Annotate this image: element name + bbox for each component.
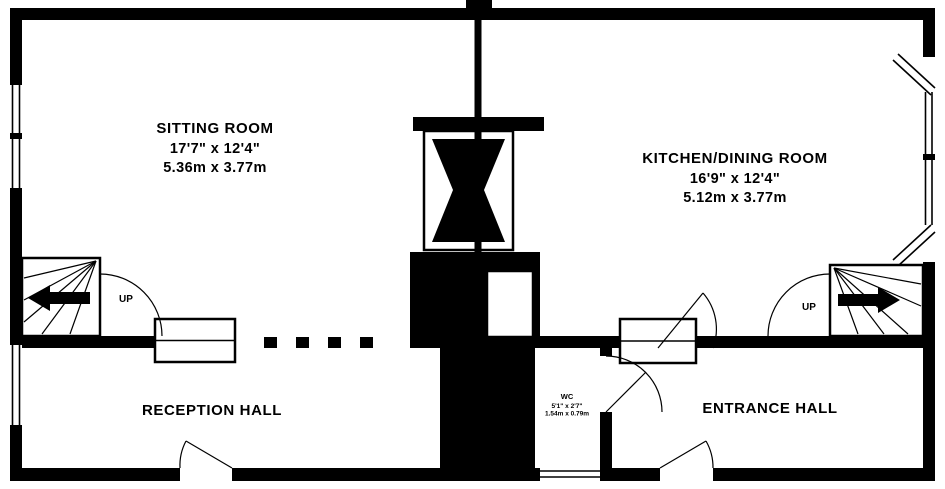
room-dim-metric-wc: 1.54m x 0.79m xyxy=(545,411,589,418)
cupboard xyxy=(485,269,535,339)
door-swing-arc xyxy=(702,292,717,349)
wall-opening-dash xyxy=(264,337,277,348)
bay-window-line xyxy=(892,59,932,96)
wall-opening-dash xyxy=(296,337,309,348)
room-label-reception: RECEPTION HALL xyxy=(142,402,282,419)
outer-wall-right xyxy=(923,8,935,57)
radiator-left xyxy=(153,317,237,364)
outer-wall-right xyxy=(923,262,935,480)
door-arc-stairs-left xyxy=(99,273,163,337)
bay-window-line xyxy=(897,231,936,267)
radiator-right xyxy=(618,317,698,365)
door-swing-arc xyxy=(605,355,663,413)
wall-opening-dash xyxy=(360,337,373,348)
room-dim-metric-sitting: 5.36m x 3.77m xyxy=(163,160,267,176)
room-label-entrance: ENTRANCE HALL xyxy=(702,400,837,417)
window-right xyxy=(923,92,935,225)
stair-tread-line xyxy=(833,267,922,307)
flue-line xyxy=(474,20,482,252)
stove-icon xyxy=(432,139,505,242)
room-label-wc: WC xyxy=(561,392,574,401)
outer-wall-bottom xyxy=(232,468,540,481)
wall-opening-dash xyxy=(328,337,341,348)
door-leaf xyxy=(185,440,233,469)
window-wc xyxy=(540,470,600,478)
up-label-right: UP xyxy=(802,302,816,313)
stove-assembly xyxy=(413,20,544,339)
up-arrow-right-icon xyxy=(838,287,900,313)
room-dim-imperial-kitchen: 16'9" x 12'4" xyxy=(690,171,780,187)
bay-window-upper xyxy=(892,53,936,96)
window-left-lower xyxy=(11,345,21,425)
staircase-right xyxy=(828,263,925,338)
window-mullion xyxy=(923,154,935,160)
wc-wall xyxy=(600,412,612,468)
outer-wall-left xyxy=(10,8,22,85)
stair-tread-line xyxy=(23,260,97,279)
room-label-sitting: SITTING ROOM xyxy=(156,120,273,137)
door-reception-hall xyxy=(179,440,233,469)
outer-wall-left xyxy=(10,188,22,345)
outer-wall-bottom xyxy=(10,468,180,481)
bay-window-lower xyxy=(892,224,936,267)
bay-window-line xyxy=(892,224,932,261)
bay-window-line xyxy=(897,53,936,89)
door-wc xyxy=(605,355,663,413)
room-dim-metric-kitchen: 5.12m x 3.77m xyxy=(683,190,787,206)
door-leaf xyxy=(605,371,647,413)
door-arc-stairs-right xyxy=(767,273,831,337)
staircase-left xyxy=(20,256,102,338)
wc-wall xyxy=(600,348,612,356)
dividing-wall xyxy=(22,336,155,348)
dividing-wall xyxy=(695,336,923,348)
room-dim-imperial-sitting: 17'7" x 12'4" xyxy=(170,141,260,157)
center-wall-column xyxy=(440,348,535,468)
door-leaf xyxy=(657,292,704,349)
window-mullion xyxy=(10,133,22,139)
windows xyxy=(10,53,936,478)
dividing-wall xyxy=(540,336,620,348)
door-leaf xyxy=(659,440,707,469)
door-swing-arc xyxy=(705,440,714,469)
room-dim-imperial-wc: 5'1" x 2'7" xyxy=(552,403,583,410)
up-arrow-left-icon xyxy=(28,285,90,311)
outer-wall-bottom xyxy=(600,468,660,481)
stair-tread-line xyxy=(833,267,922,285)
stair-tread-line xyxy=(23,260,97,323)
outer-walls xyxy=(10,0,935,481)
room-labels: SITTING ROOM 17'7" x 12'4" 5.36m x 3.77m… xyxy=(119,120,837,419)
chimney-stub xyxy=(466,0,492,20)
outer-wall-bottom xyxy=(713,468,935,481)
internal-walls xyxy=(22,252,923,468)
outer-wall-left xyxy=(10,425,22,480)
door-swing-arc xyxy=(179,440,187,469)
room-label-kitchen: KITCHEN/DINING ROOM xyxy=(642,150,828,167)
door-kitchen xyxy=(657,292,717,349)
door-entrance-hall xyxy=(659,440,714,469)
window-left-upper xyxy=(10,85,22,188)
up-label-left: UP xyxy=(119,294,133,305)
